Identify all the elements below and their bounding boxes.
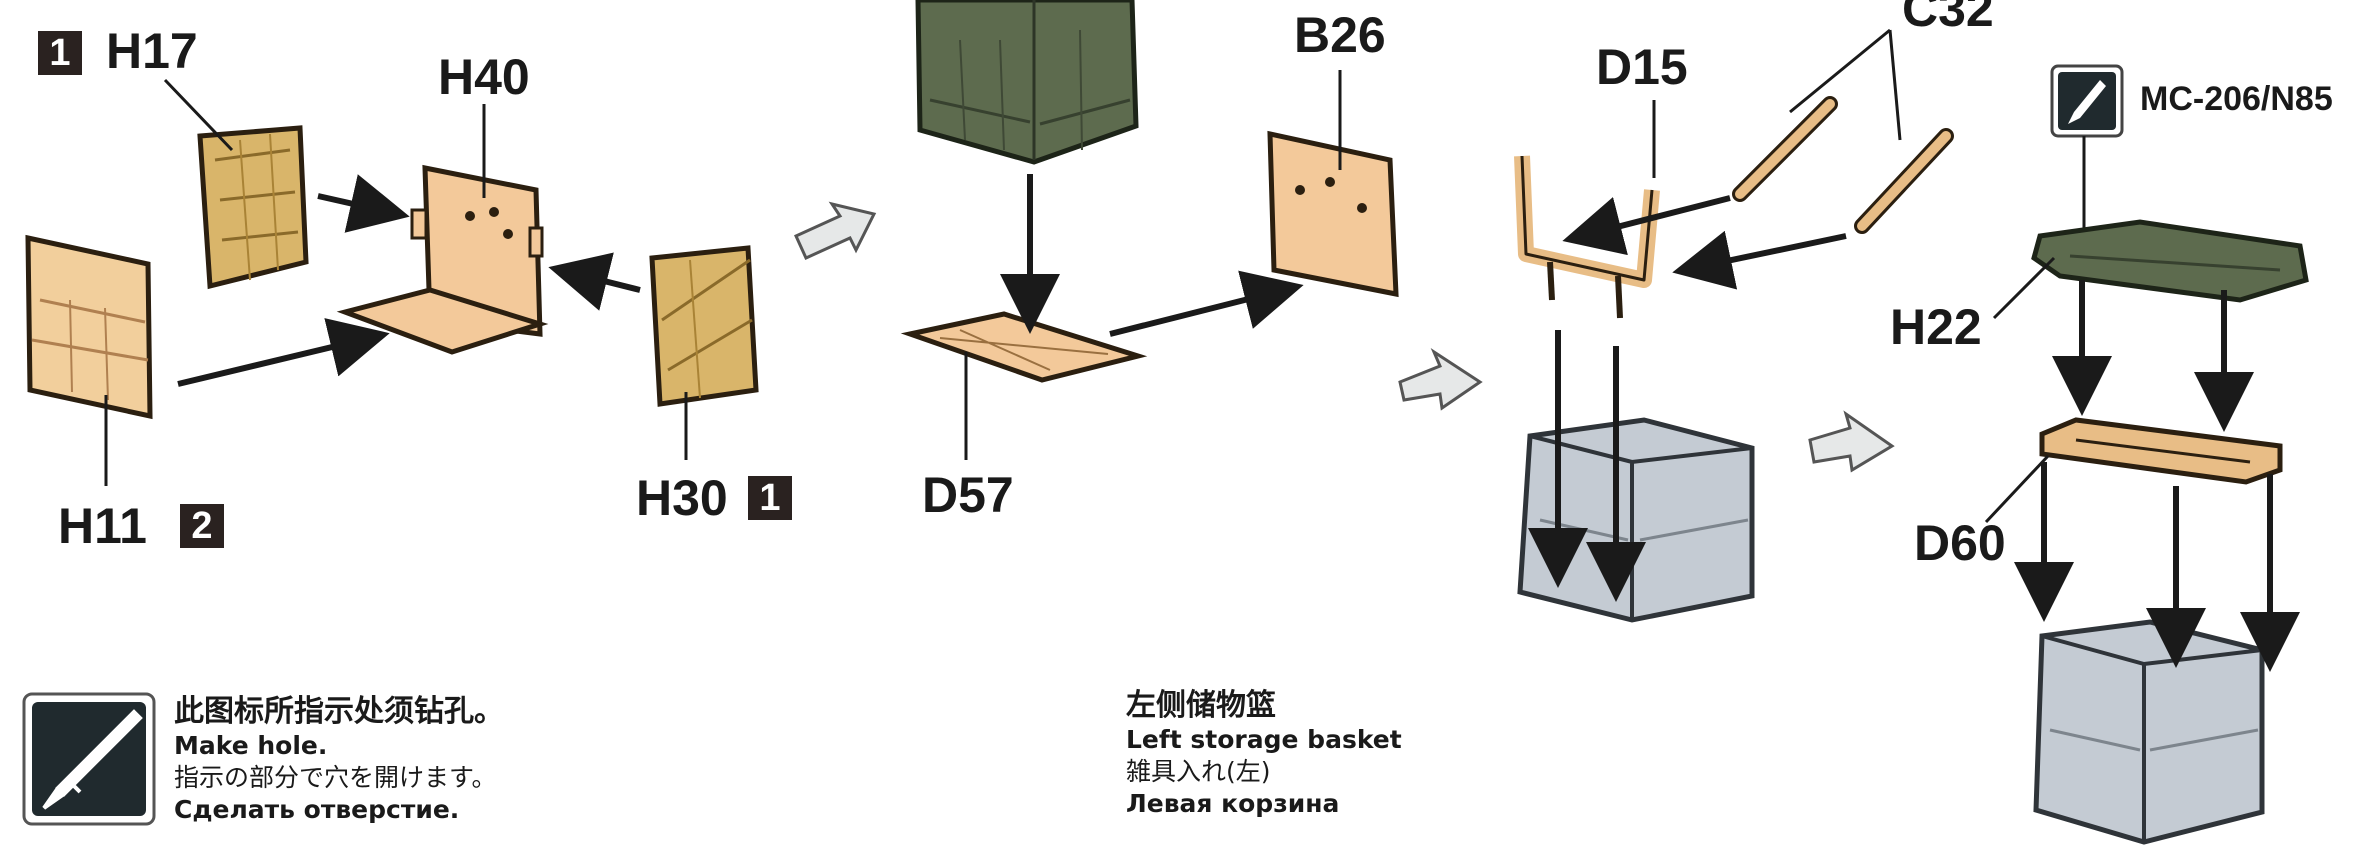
part-c32-b [1854,128,1954,234]
step-badge-h17: 1 [38,31,82,75]
arrow-h17-to-h40 [317,174,410,233]
step-badge-h30: 1 [748,476,792,520]
caption-ru: Левая корзина [1126,789,1340,818]
label-d60: D60 [1914,515,2006,571]
part-h40 [336,164,549,355]
grey-basket-1 [1517,417,1755,623]
drill-note-zh: 此图标所指示处须钻孔。 [174,694,504,729]
drill-icon-box [22,692,156,826]
part-h30 [649,245,759,407]
paintbrush-icon [2068,80,2106,124]
arrow-h30-to-h40 [548,252,641,311]
assembly-caption: 左侧储物篮 Left storage basket 雑具入れ(左) Левая … [1126,688,1402,820]
arrow-h11-to-h40 [177,318,390,387]
part-c32-a [1732,96,1838,202]
part-h17 [197,125,309,290]
part-b26 [1267,130,1399,298]
label-d57: D57 [922,467,1014,523]
caption-zh: 左侧储物篮 [1126,688,1276,723]
caption-ja: 雑具入れ(左) [1126,757,1271,786]
label-c32: C32 [1902,0,1994,37]
arrow-c32-a [1562,195,1731,256]
part-h22 [2031,219,2309,303]
drill-note-ja: 指示の部分で穴を開けます。 [174,763,497,792]
label-h22: H22 [1890,299,1982,355]
part-d15 [1514,155,1660,319]
label-h17: H17 [106,23,198,79]
step-badge-h11: 2 [180,504,224,548]
flow-arrow-3 [1808,410,1895,473]
label-h40: H40 [438,49,530,105]
part-d60 [2039,417,2283,485]
arrow-d57-to-b26 [1109,270,1304,337]
arrow-c32-b [1672,230,1847,290]
flow-arrow-1 [794,201,877,260]
drill-note: 此图标所指示处须钻孔。 Make hole. 指示の部分で穴を開けます。 Сде… [174,694,504,826]
drill-note-en: Make hole. [174,731,328,760]
flow-arrow-2 [1398,348,1483,411]
drill-icon [42,709,143,810]
label-d15: D15 [1596,39,1688,95]
caption-en: Left storage basket [1126,725,1402,754]
olive-basket-part [915,0,1139,165]
part-h11 [25,234,153,420]
part-d57 [900,311,1148,383]
drill-note-ru: Сделать отверстие. [174,795,460,824]
grey-basket-2 [2033,619,2265,845]
label-h11: H11 [58,498,147,554]
paint-icon-box [2050,64,2124,138]
paint-code-label: MC-206/N85 [2140,80,2333,118]
label-b26: B26 [1294,7,1386,63]
label-h30: H30 [636,470,728,526]
